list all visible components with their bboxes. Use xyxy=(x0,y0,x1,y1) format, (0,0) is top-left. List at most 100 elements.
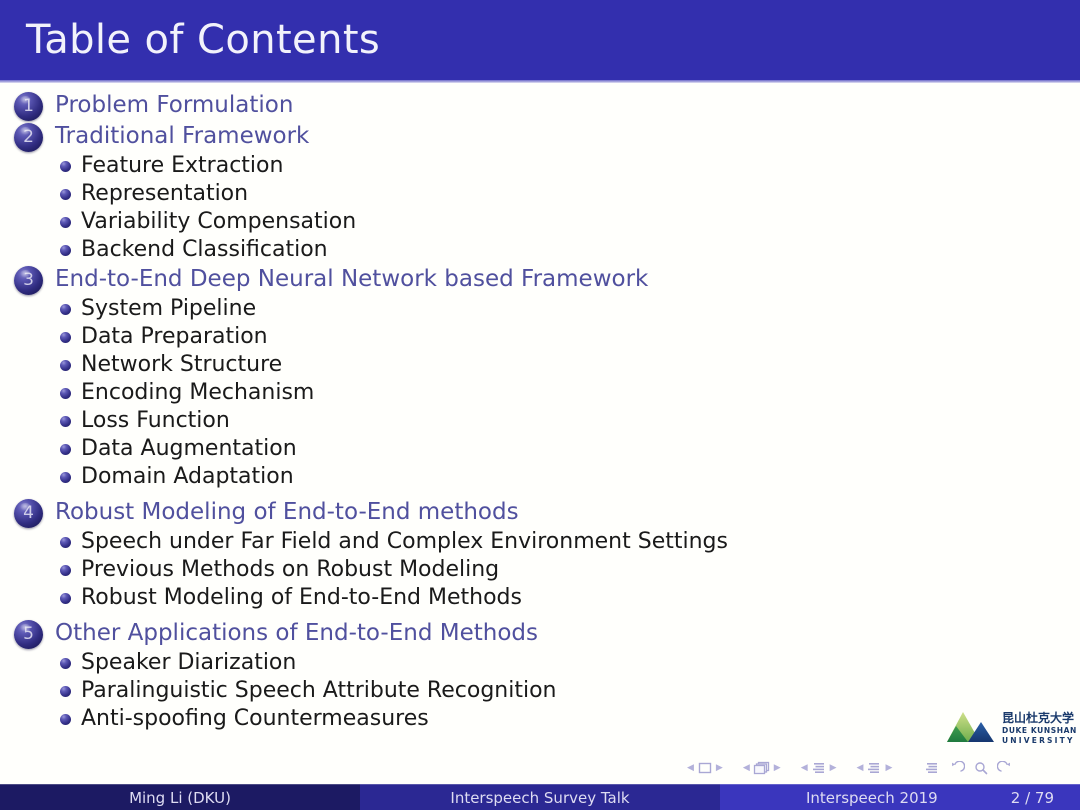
toc-subsection[interactable]: Encoding Mechanism xyxy=(0,379,1080,407)
toc-subsection[interactable]: Data Augmentation xyxy=(0,435,1080,463)
bullet-icon xyxy=(60,388,71,399)
page-title: Table of Contents xyxy=(26,17,381,63)
footer-venue-page: Interspeech 2019 2 / 79 xyxy=(720,784,1080,810)
document-nav-group[interactable] xyxy=(915,761,1013,775)
next-subsection-arrow-icon[interactable]: ▶ xyxy=(829,762,837,773)
section-title: Other Applications of End-to-End Methods xyxy=(55,620,538,646)
bullet-icon xyxy=(60,565,71,576)
bullet-icon xyxy=(60,245,71,256)
section-title: Traditional Framework xyxy=(55,123,310,149)
toc-subsection[interactable]: Network Structure xyxy=(0,351,1080,379)
subsection-label: Data Preparation xyxy=(81,324,268,349)
bullet-icon xyxy=(60,686,71,697)
bullet-icon xyxy=(60,217,71,228)
bullet-icon xyxy=(60,161,71,172)
beamer-navigation-bar[interactable]: ◀ ▶ ◀ ▶ ◀ xyxy=(684,758,1013,778)
section-nav-icon[interactable] xyxy=(866,761,882,775)
toc-section-4[interactable]: 4 Robust Modeling of End-to-End methods xyxy=(0,497,1080,528)
forward-nav-icon[interactable] xyxy=(997,761,1013,775)
toc-subsection[interactable]: Speaker Diarization xyxy=(0,649,1080,677)
bullet-icon xyxy=(60,189,71,200)
subsection-label: Representation xyxy=(81,181,249,206)
subsection-label: Feature Extraction xyxy=(81,153,284,178)
subsection-label: Previous Methods on Robust Modeling xyxy=(81,557,500,582)
toc-section-3[interactable]: 3 End-to-End Deep Neural Network based F… xyxy=(0,264,1080,295)
back-nav-icon[interactable] xyxy=(949,761,966,775)
bullet-icon xyxy=(60,658,71,669)
subsection-label: Paralinguistic Speech Attribute Recognit… xyxy=(81,678,557,703)
prev-slide-arrow-icon[interactable]: ◀ xyxy=(687,762,694,773)
next-section-arrow-icon[interactable]: ▶ xyxy=(885,762,893,773)
subsection-label: Loss Function xyxy=(81,408,230,433)
section-title: Problem Formulation xyxy=(55,92,294,118)
logo-text-block: 昆山杜克大学 DUKE KUNSHAN UNIVERSITY xyxy=(1002,712,1077,744)
toc-subsection[interactable]: Loss Function xyxy=(0,407,1080,435)
frame-nav-icon[interactable] xyxy=(753,761,771,775)
section-number-ball: 4 xyxy=(14,499,43,528)
prev-section-arrow-icon[interactable]: ◀ xyxy=(856,762,864,773)
section-title: Robust Modeling of End-to-End methods xyxy=(55,499,519,525)
bullet-icon xyxy=(60,304,71,315)
subsection-list: Speaker Diarization Paralinguistic Speec… xyxy=(0,649,1080,733)
toc-section-1[interactable]: 1 Problem Formulation xyxy=(0,90,1080,121)
bullet-icon xyxy=(60,593,71,604)
slide-footer: Ming Li (DKU) Interspeech Survey Talk In… xyxy=(0,784,1080,810)
title-bar-rule xyxy=(0,80,1080,83)
footer-author: Ming Li (DKU) xyxy=(0,784,360,810)
toc-subsection[interactable]: System Pipeline xyxy=(0,295,1080,323)
section-title: End-to-End Deep Neural Network based Fra… xyxy=(55,266,649,292)
toc-subsection[interactable]: Robust Modeling of End-to-End Methods xyxy=(0,584,1080,612)
toc-section-2[interactable]: 2 Traditional Framework xyxy=(0,121,1080,152)
toc-subsection[interactable]: Speech under Far Field and Complex Envir… xyxy=(0,528,1080,556)
toc-subsection[interactable]: Previous Methods on Robust Modeling xyxy=(0,556,1080,584)
subsection-label: Data Augmentation xyxy=(81,436,297,461)
subsection-list: Feature Extraction Representation Variab… xyxy=(0,152,1080,264)
logo-english-line2: UNIVERSITY xyxy=(1002,735,1075,745)
toc-subsection[interactable]: Representation xyxy=(0,180,1080,208)
slide-nav-icon[interactable] xyxy=(697,761,713,775)
logo-chinese-name: 昆山杜克大学 xyxy=(1002,711,1075,725)
toc-subsection[interactable]: Data Preparation xyxy=(0,323,1080,351)
toc-subsection[interactable]: Paralinguistic Speech Attribute Recognit… xyxy=(0,677,1080,705)
toc-subsection[interactable]: Domain Adaptation xyxy=(0,463,1080,491)
section-number-ball: 1 xyxy=(14,92,43,121)
bullet-icon xyxy=(60,332,71,343)
subsection-label: Robust Modeling of End-to-End Methods xyxy=(81,585,522,610)
section-nav-group[interactable]: ◀ ▶ xyxy=(854,761,896,775)
subsection-nav-group[interactable]: ◀ ▶ xyxy=(798,761,840,775)
frame-nav-group[interactable]: ◀ ▶ xyxy=(740,761,784,775)
next-slide-arrow-icon[interactable]: ▶ xyxy=(715,762,723,773)
bullet-icon xyxy=(60,416,71,427)
duke-kunshan-logo: 昆山杜克大学 DUKE KUNSHAN UNIVERSITY xyxy=(946,703,1077,753)
subsection-label: Domain Adaptation xyxy=(81,464,294,489)
toc-subsection[interactable]: Anti-spoofing Countermeasures xyxy=(0,705,1080,733)
toc-subsection[interactable]: Backend Classification xyxy=(0,236,1080,264)
search-nav-icon[interactable] xyxy=(974,761,988,775)
presentation-nav-icon[interactable] xyxy=(924,761,940,775)
toc-subsection[interactable]: Feature Extraction xyxy=(0,152,1080,180)
subsection-label: Speech under Far Field and Complex Envir… xyxy=(81,529,728,554)
toc-subsection[interactable]: Variability Compensation xyxy=(0,208,1080,236)
prev-frame-arrow-icon[interactable]: ◀ xyxy=(742,762,750,773)
footer-venue: Interspeech 2019 xyxy=(806,789,938,807)
next-frame-arrow-icon[interactable]: ▶ xyxy=(773,762,781,773)
toc-section-5[interactable]: 5 Other Applications of End-to-End Metho… xyxy=(0,618,1080,649)
section-number-ball: 3 xyxy=(14,266,43,295)
subsection-label: Anti-spoofing Countermeasures xyxy=(81,706,429,731)
slide-title-bar xyxy=(0,0,1080,80)
bullet-icon xyxy=(60,472,71,483)
section-number-ball: 2 xyxy=(14,123,43,152)
subsection-label: Network Structure xyxy=(81,352,283,377)
subsection-list: System Pipeline Data Preparation Network… xyxy=(0,295,1080,491)
section-number-ball: 5 xyxy=(14,620,43,649)
subsection-label: Speaker Diarization xyxy=(81,650,297,675)
subsection-label: Variability Compensation xyxy=(81,209,357,234)
slide-nav-group[interactable]: ◀ ▶ xyxy=(684,761,726,775)
subsection-list: Speech under Far Field and Complex Envir… xyxy=(0,528,1080,612)
subsection-nav-icon[interactable] xyxy=(811,761,827,775)
bullet-icon xyxy=(60,537,71,548)
subsection-label: Backend Classification xyxy=(81,237,328,262)
footer-page-number: 2 / 79 xyxy=(1010,789,1054,807)
prev-subsection-arrow-icon[interactable]: ◀ xyxy=(800,762,808,773)
